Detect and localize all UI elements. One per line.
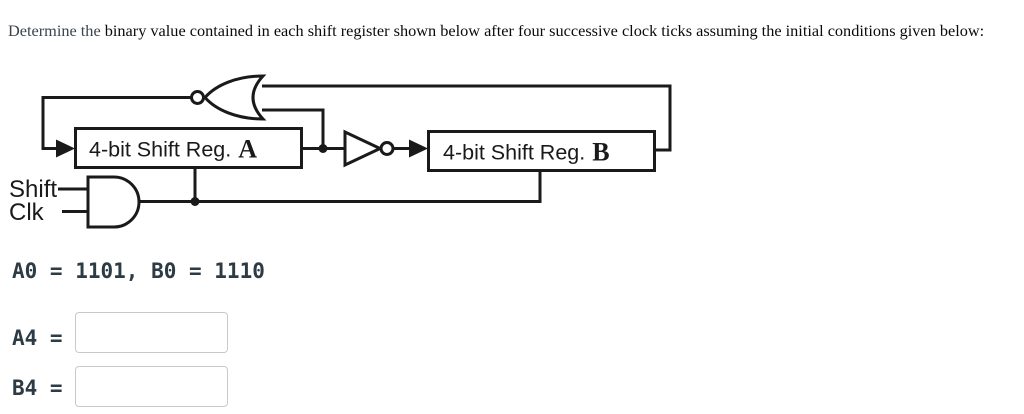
register-a-box [74,127,303,169]
wire-clock-line [139,171,542,203]
register-b-label: 4-bit Shift Reg. B [443,138,610,167]
register-b-letter: B [592,138,609,167]
nor-gate-bubble [190,90,205,105]
register-b-box [427,130,656,172]
b4-answer-input[interactable] [75,366,228,407]
question-title-rest: binary value contained in each shift reg… [104,21,985,40]
question-title: Determine the binary value contained in … [8,21,1022,41]
arrowhead-into-b [409,139,428,158]
wire-b-feedback [262,84,672,152]
nor-gate-icon [190,74,267,121]
circuit-wires [41,84,672,213]
register-a-label-text: 4-bit Shift Reg. [89,138,231,162]
a4-answer-label: A4 = [12,326,63,350]
register-a: 4-bit Shift Reg. A [74,127,303,169]
a4-answer-input[interactable] [75,312,228,353]
junction-dot-a-output [318,144,328,153]
question-title-lead: Determine the [8,21,105,40]
register-a-label: 4-bit Shift Reg. A [89,135,257,164]
not-gate-icon [343,129,395,168]
wire-a-output-to-nor [262,108,325,149]
register-a-letter: A [238,135,257,164]
initial-conditions-text: A0 = 1101, B0 = 1110 [12,259,265,283]
register-b: 4-bit Shift Reg. B [427,130,656,172]
and-gate-icon [86,175,141,229]
not-gate-body [343,129,384,168]
nor-gate-body [203,74,267,121]
not-gate-bubble [379,141,395,156]
shift-label: Shift [9,176,57,203]
register-b-label-text: 4-bit Shift Reg. [443,141,585,165]
b4-answer-label: B4 = [12,376,63,400]
wire-nor-output-to-a [41,96,193,150]
junction-dot-clock [190,197,200,206]
clk-label: Clk [9,199,45,226]
arrowhead-into-a [56,139,75,158]
